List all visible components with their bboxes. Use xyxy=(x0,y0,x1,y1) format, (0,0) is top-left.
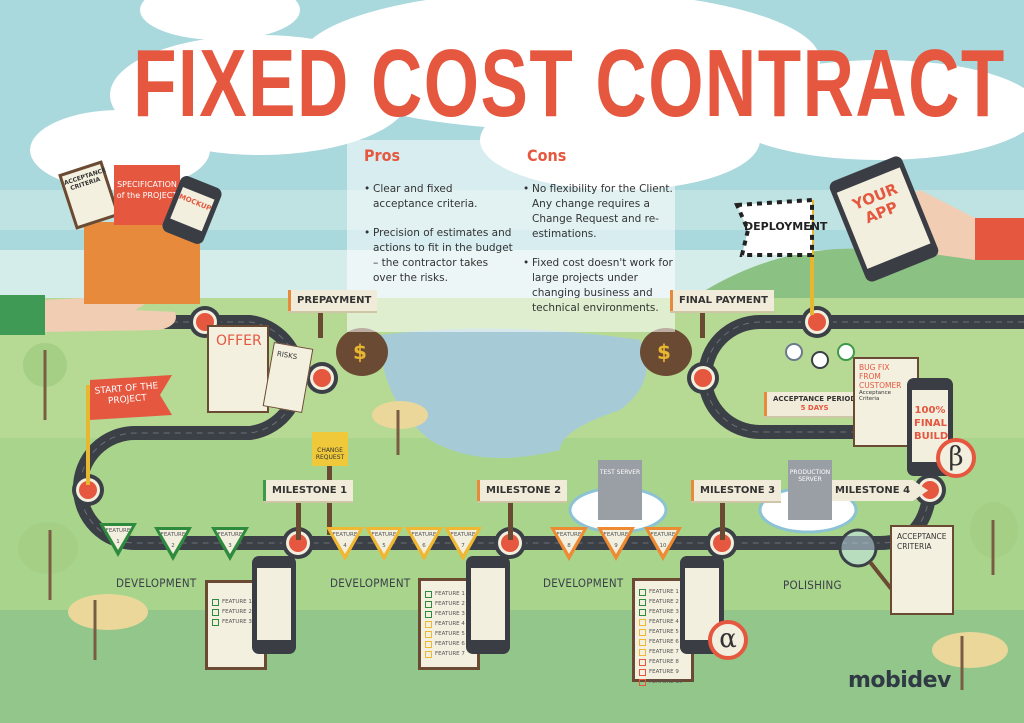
checklist-item: FEATURE 1 xyxy=(212,597,260,607)
checklist-item: FEATURE 2 xyxy=(639,597,687,607)
milestone-3-sign: MILESTONE 3 xyxy=(691,480,782,501)
test-server: TEST SERVER xyxy=(598,460,642,520)
checklist-item: FEATURE 9 xyxy=(639,667,687,677)
phone-milestone-2 xyxy=(466,556,510,654)
page-title: FIXED COST CONTRACT xyxy=(133,30,1006,137)
checklist-item: FEATURE 5 xyxy=(639,627,687,637)
checklist-item: FEATURE 3 xyxy=(212,617,260,627)
checklist-item: FEATURE 8 xyxy=(639,657,687,667)
final-build-phone: 100% FINAL BUILD xyxy=(907,378,953,476)
checklist-item: FEATURE 1 xyxy=(639,587,687,597)
start-flag xyxy=(90,375,172,420)
checkbox-checked-icon xyxy=(425,650,432,658)
change-request-sign: CHANGE REQUEST xyxy=(312,432,348,466)
pros-list: Clear and fixed acceptance criteria. Pre… xyxy=(364,182,514,300)
checklist-item: FEATURE 6 xyxy=(425,639,473,649)
checkbox-checked-icon xyxy=(639,598,646,606)
phase-label: DEVELOPMENT xyxy=(116,576,197,590)
pros-item: Precision of estimates and actions to fi… xyxy=(364,226,514,286)
checkbox-checked-icon xyxy=(639,628,646,636)
checkbox-checked-icon xyxy=(425,640,432,648)
checklist-item: FEATURE 1 xyxy=(425,589,473,599)
prepayment-sign: PREPAYMENT xyxy=(288,290,378,311)
checklist-item: FEATURE 7 xyxy=(425,649,473,659)
beta-badge: β xyxy=(936,438,976,478)
milestone-1-sign: MILESTONE 1 xyxy=(263,480,354,501)
milestone-4-sign: MILESTONE 4 xyxy=(826,480,929,501)
cons-item: No flexibility for the Client. Any chang… xyxy=(523,182,673,242)
offer-clipboard: OFFER xyxy=(207,325,269,413)
app-store-icons xyxy=(785,343,855,369)
pros-item: Clear and fixed acceptance criteria. xyxy=(364,182,514,212)
acceptance-criteria-clipboard: ACCEPTANCE CRITERIA xyxy=(890,525,954,615)
checkbox-checked-icon xyxy=(212,598,219,606)
checkbox-checked-icon xyxy=(212,618,219,626)
alpha-badge: α xyxy=(708,620,748,660)
checklist-item: FEATURE 3 xyxy=(639,607,687,617)
milestone-2-sign: MILESTONE 2 xyxy=(477,480,568,501)
cons-list: No flexibility for the Client. Any chang… xyxy=(523,182,673,330)
arm-left xyxy=(0,295,176,335)
deployment-flag xyxy=(734,197,814,257)
checkbox-checked-icon xyxy=(425,610,432,618)
checkbox-checked-icon xyxy=(639,678,646,686)
mobidev-logo: mobidev xyxy=(848,668,951,693)
phase-label: DEVELOPMENT xyxy=(330,576,411,590)
checklist-item: FEATURE 6 xyxy=(639,637,687,647)
checklist-item: FEATURE 10 xyxy=(639,677,687,687)
windows-store-icon xyxy=(785,343,803,361)
checkbox-checked-icon xyxy=(639,588,646,596)
checklist-item: FEATURE 5 xyxy=(425,629,473,639)
deployment-label: DEPLOYMENT xyxy=(744,220,828,233)
checkbox-checked-icon xyxy=(639,608,646,616)
checkbox-checked-icon xyxy=(425,630,432,638)
start-flag-pole xyxy=(86,385,90,485)
checklist-item: FEATURE 4 xyxy=(639,617,687,627)
checklist-item: FEATURE 2 xyxy=(425,599,473,609)
checkbox-checked-icon xyxy=(639,658,646,666)
cons-item: Fixed cost doesn't work for large projec… xyxy=(523,256,673,316)
clouds xyxy=(30,0,1024,190)
money-bags xyxy=(336,328,692,376)
dollar-sign: $ xyxy=(657,340,671,364)
dollar-sign: $ xyxy=(353,340,367,364)
checklist-item: FEATURE 3 xyxy=(425,609,473,619)
phase-label: POLISHING xyxy=(783,578,842,592)
trees xyxy=(18,343,1018,690)
checkbox-checked-icon xyxy=(212,608,219,616)
checkbox-checked-icon xyxy=(639,618,646,626)
phase-label: DEVELOPMENT xyxy=(543,576,624,590)
checkbox-checked-icon xyxy=(639,668,646,676)
checkbox-checked-icon xyxy=(425,620,432,628)
checklist-item: FEATURE 2 xyxy=(212,607,260,617)
checkbox-checked-icon xyxy=(425,590,432,598)
production-server: PRODUCTION SERVER xyxy=(788,460,832,520)
phone-milestone-1 xyxy=(252,556,296,654)
cons-heading: Cons xyxy=(527,146,567,165)
app-store-icon xyxy=(811,351,829,369)
checklist-item: FEATURE 4 xyxy=(425,619,473,629)
google-play-icon xyxy=(837,343,855,361)
lake xyxy=(380,328,647,458)
offer-title: OFFER xyxy=(216,333,262,349)
checkbox-checked-icon xyxy=(425,600,432,608)
magnifier-icon xyxy=(838,528,878,568)
final-payment-sign: FINAL PAYMENT xyxy=(670,290,774,311)
checkbox-checked-icon xyxy=(639,638,646,646)
pros-heading: Pros xyxy=(364,146,401,165)
checklist-item: FEATURE 7 xyxy=(639,647,687,657)
checkbox-checked-icon xyxy=(639,648,646,656)
